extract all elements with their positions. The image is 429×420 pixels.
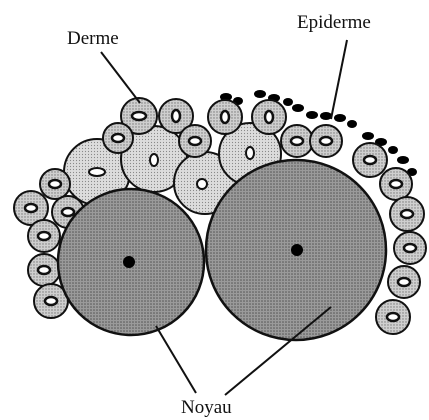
derme-leader: [101, 52, 140, 103]
epiderme-label: Epiderme: [297, 13, 371, 32]
derme-label: Derme: [67, 29, 119, 48]
epiderme-leader: [331, 40, 347, 119]
noyau-leader-left: [156, 326, 196, 393]
noyau-label: Noyau: [181, 398, 232, 417]
